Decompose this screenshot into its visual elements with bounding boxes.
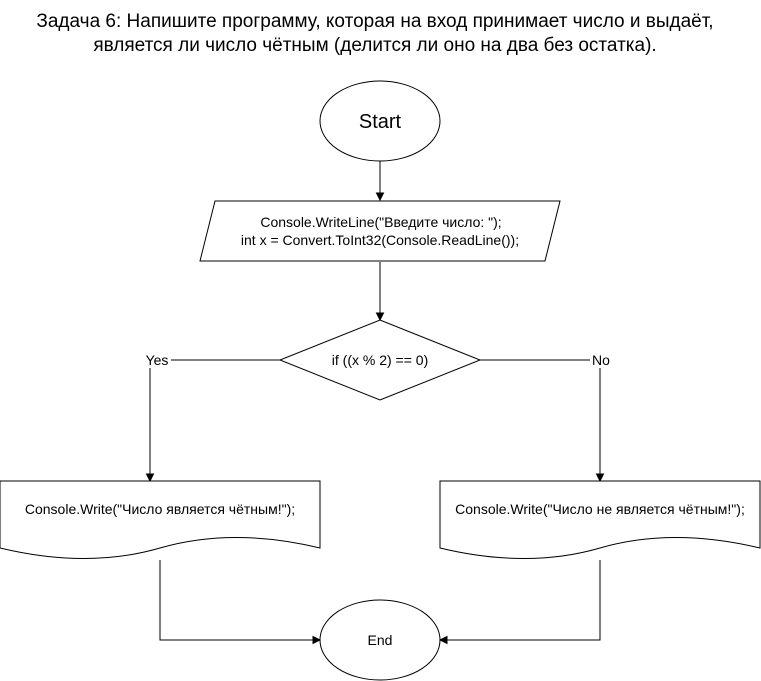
arrowhead-start-to-input: [375, 192, 385, 202]
edge-no-to-end: [446, 560, 601, 641]
arrowhead-yes-to-end: [312, 635, 322, 645]
node-output-no: Console.Write("Число не является чётным!…: [439, 480, 761, 560]
input-parallelogram: [199, 200, 561, 262]
arrowhead-input-to-decision: [375, 312, 385, 322]
arrowhead-decision-to-no: [595, 473, 605, 483]
node-end: End: [319, 599, 441, 681]
edge-label-yes: Yes: [146, 352, 169, 368]
output-yes-document: [0, 480, 321, 560]
output-no-label: Console.Write("Число не является чётным!…: [455, 501, 745, 517]
title-line-2: является ли число чётным (делится ли оно…: [93, 35, 656, 56]
title-line-1: Задача 6: Напишите программу, которая на…: [36, 11, 713, 32]
input-line-1: Console.WriteLine("Введите число: ");: [260, 214, 501, 230]
edges: [145, 161, 605, 645]
edge-decision-to-yes: [149, 359, 280, 476]
output-yes-label: Console.Write("Число является чётным!");: [25, 501, 295, 517]
edge-yes-to-end: [159, 560, 314, 641]
edge-label-no: No: [592, 352, 610, 368]
end-ellipse: [319, 599, 441, 681]
input-line-2: int x = Convert.ToInt32(Console.ReadLine…: [241, 232, 519, 248]
start-label: Start: [359, 111, 402, 133]
yes-label-bg: [143, 351, 171, 368]
arrowhead-decision-to-yes: [145, 473, 155, 483]
node-decision: if ((x % 2) == 0): [278, 319, 482, 401]
decision-label: if ((x % 2) == 0): [332, 352, 428, 368]
start-ellipse: [319, 80, 441, 162]
node-output-yes: Console.Write("Число является чётным!");: [0, 480, 321, 560]
node-start: Start: [319, 80, 441, 162]
edge-decision-to-no: [480, 359, 601, 476]
end-label: End: [368, 632, 393, 648]
node-input: Console.WriteLine("Введите число: "); in…: [199, 200, 561, 262]
decision-diamond: [278, 319, 482, 401]
arrowhead-no-to-end: [438, 635, 448, 645]
output-no-document: [439, 480, 761, 560]
no-label-bg: [590, 351, 612, 368]
